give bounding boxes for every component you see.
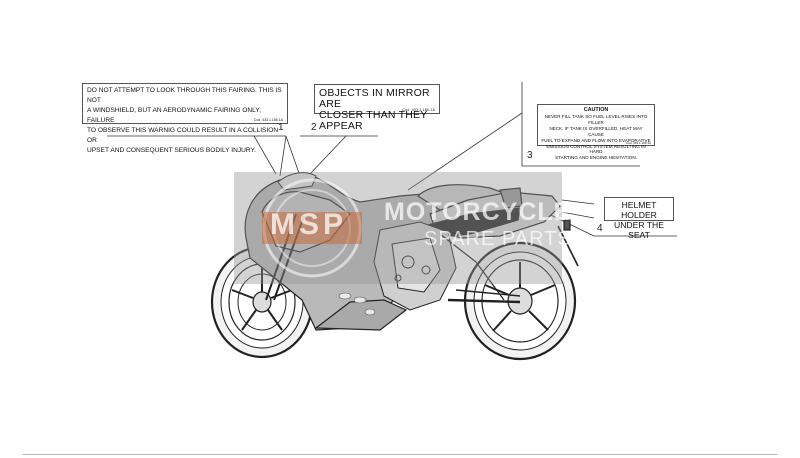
label-1-line: DO NOT ATTEMPT TO LOOK THROUGH THIS FAIR… <box>87 87 282 104</box>
callout-2: 2 <box>311 122 317 133</box>
label-2-code: Cod. 433.1.186.1A <box>402 108 435 112</box>
label-2-line: CLOSER THAN THEY APPEAR <box>319 109 428 132</box>
callout-3: 3 <box>527 150 533 161</box>
label-3-line: NECK. IF TANK IS OVERFILLED, HEAT MAY CA… <box>549 125 643 137</box>
frame-engine <box>373 221 521 311</box>
helmet-holder-label: HELMET HOLDER UNDER THE SEAT <box>604 197 674 240</box>
label-3-line: FUEL TO EXPAND AND FLOW INTO EVAPORATIVE <box>541 137 651 143</box>
callout-4: 4 <box>597 223 603 234</box>
label-4-line: HELMET HOLDER <box>621 200 657 220</box>
watermark-brand-line1: MOTORCYCLE <box>384 198 572 226</box>
fairing-warning-label: DO NOT ATTEMPT TO LOOK THROUGH THIS FAIR… <box>82 83 288 154</box>
leader-lines <box>107 82 677 237</box>
callout-1: 1 <box>278 122 284 133</box>
label-3-heading: CAUTION <box>583 107 609 113</box>
label-3-code: Cod. 433.1.190.1A <box>625 141 651 145</box>
label-2-line: OBJECTS IN MIRROR ARE <box>319 87 430 110</box>
watermark-badge: MSP <box>270 208 348 241</box>
watermark-brand-line2: SPARE PARTS <box>424 228 572 250</box>
fuel-caution-label: CAUTION NEVER FILL TANK SO FUEL LEVEL RI… <box>537 104 655 160</box>
label-3-line: STARTING AND ENGINE HESITATION. <box>555 155 637 161</box>
bottom-divider <box>22 454 778 455</box>
label-3-line: NEVER FILL TANK SO FUEL LEVEL RISES INTO… <box>544 114 648 125</box>
label-1-line: TO OBSERVE THIS WARNIG COULD RESULT IN A… <box>87 127 279 144</box>
label-1-code: Cod. 433.1.185.1A <box>253 118 283 122</box>
label-1-line: UPSET AND CONSEQUENT SERIOUS BODILY INJU… <box>87 147 256 154</box>
label-3-line: EMISSION CONTROL SYSTEM RESULTING IN HAR… <box>546 143 646 155</box>
mirror-warning-label: OBJECTS IN MIRROR ARE CLOSER THAN THEY A… <box>314 84 440 132</box>
label-4-line: UNDER THE SEAT <box>614 220 664 240</box>
label-1-line: A WINDSHIELD, BUT AN AERODYNAMIC FAIRING… <box>87 107 262 124</box>
